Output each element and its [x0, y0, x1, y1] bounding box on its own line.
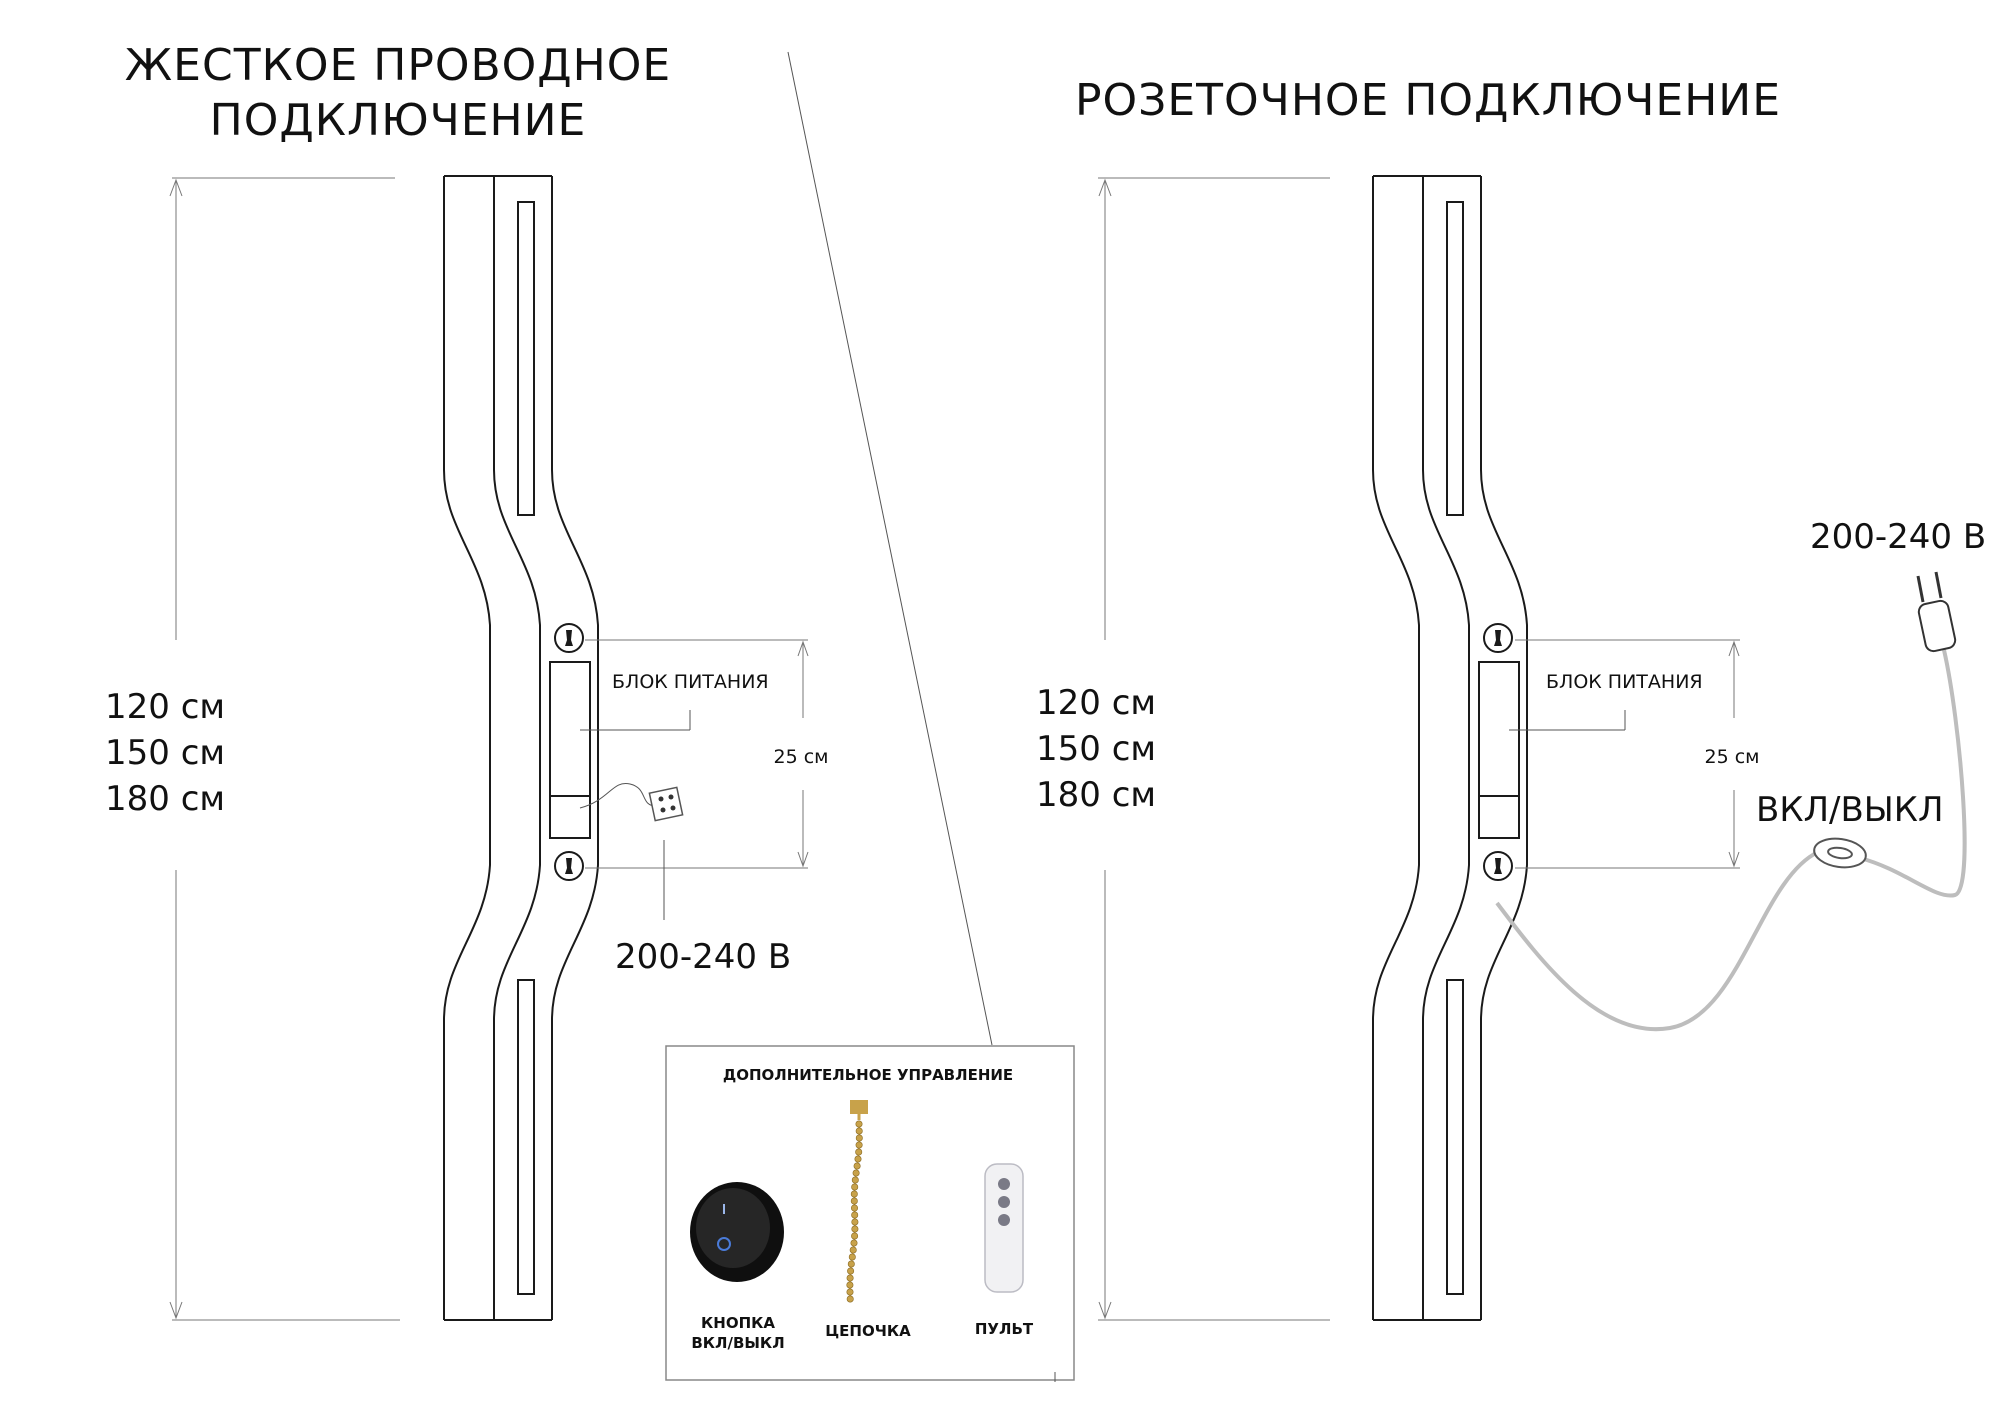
chain-bead	[846, 1281, 854, 1289]
right-height-3: 180 см	[1036, 775, 1156, 815]
keyhole-icon	[1494, 858, 1502, 874]
chain-bead	[846, 1288, 854, 1296]
chain-bead	[848, 1253, 856, 1261]
chain-bead	[850, 1239, 858, 1247]
mount-hole-icon	[554, 623, 584, 653]
chain-bead	[851, 1211, 859, 1219]
right-height-2: 150 см	[1036, 729, 1156, 769]
left-panel: ЖЕСТКОЕ ПРОВОДНОЕ ПОДКЛЮЧЕНИЕ 120 см 150…	[105, 40, 829, 1321]
chain-bead	[850, 1204, 858, 1212]
chain-bead	[855, 1127, 863, 1135]
chain-bead	[847, 1267, 855, 1275]
chain-bead	[854, 1155, 862, 1163]
chain-bead	[850, 1190, 858, 1198]
keyhole-icon	[1494, 630, 1502, 646]
right-psu-area	[1478, 623, 1520, 881]
chain-bead	[851, 1232, 859, 1240]
chain-bead	[851, 1218, 859, 1226]
left-height-dimension	[169, 177, 400, 1321]
inline-switch-icon	[1813, 837, 1867, 869]
chain-bead	[846, 1295, 854, 1303]
left-lamp-outline	[443, 175, 599, 1321]
chain-bead	[855, 1148, 863, 1156]
chain-bead	[855, 1120, 863, 1128]
power-cord-to-plug	[1859, 649, 1967, 898]
left-wire	[579, 783, 657, 809]
right-psu-label: БЛОК ПИТАНИЯ	[1546, 671, 1703, 693]
chain-bead	[855, 1134, 863, 1142]
chain-bead	[851, 1183, 859, 1191]
left-spacing-label: 25 см	[774, 746, 829, 768]
keyhole-icon	[565, 630, 573, 646]
left-psu-label: БЛОК ПИТАНИЯ	[612, 671, 769, 693]
right-voltage-label: 200-240 В	[1810, 517, 1986, 557]
left-title-line2: ПОДКЛЮЧЕНИЕ	[210, 95, 587, 146]
right-spacing-dimension	[1515, 639, 1740, 869]
mount-hole-icon	[1483, 851, 1513, 881]
left-voltage-label: 200-240 В	[615, 937, 791, 977]
right-height-1: 120 см	[1036, 683, 1156, 723]
chain-bead	[850, 1197, 858, 1205]
switch-label-line1: КНОПКА	[701, 1314, 775, 1332]
switch-label: ВКЛ/ВЫКЛ	[1756, 790, 1944, 830]
mount-hole-icon	[1483, 623, 1513, 653]
left-height-1: 120 см	[105, 687, 225, 727]
chain-bead	[849, 1246, 857, 1254]
chain-bead	[851, 1176, 859, 1184]
chain-bead	[855, 1141, 863, 1149]
chain-bead	[846, 1274, 854, 1282]
chain-bead	[853, 1162, 861, 1170]
plug-icon	[1916, 571, 1957, 653]
chain-bead	[851, 1225, 859, 1233]
right-title: РОЗЕТОЧНОЕ ПОДКЛЮЧЕНИЕ	[1075, 75, 1781, 126]
power-cord	[1495, 850, 1819, 1032]
extra-controls-title: ДОПОЛНИТЕЛЬНОЕ УПРАВЛЕНИЕ	[723, 1066, 1013, 1084]
left-height-2: 150 см	[105, 733, 225, 773]
extra-controls-box: ДОПОЛНИТЕЛЬНОЕ УПРАВЛЕНИЕ КНОПКА ВКЛ/ВЫК…	[665, 1045, 1075, 1382]
right-lamp-outline	[1372, 175, 1528, 1321]
left-height-3: 180 см	[105, 779, 225, 819]
left-title-line1: ЖЕСТКОЕ ПРОВОДНОЕ	[125, 40, 671, 91]
keyhole-icon	[565, 858, 573, 874]
switch-label-line2: ВКЛ/ВЫКЛ	[691, 1334, 784, 1352]
right-panel: РОЗЕТОЧНОЕ ПОДКЛЮЧЕНИЕ 120 см 150 см 180…	[1036, 75, 1986, 1321]
callout-line	[787, 51, 993, 1046]
right-spacing-label: 25 см	[1705, 746, 1760, 768]
left-spacing-dimension	[585, 639, 809, 869]
pull-chain-icon	[846, 1100, 868, 1303]
chain-bead	[847, 1260, 855, 1268]
power-supply-block	[1478, 661, 1520, 797]
chain-label: ЦЕПОЧКА	[825, 1322, 911, 1340]
rocker-switch-icon	[690, 1182, 784, 1282]
mount-hole-icon	[554, 851, 584, 881]
right-height-dimension	[1098, 177, 1330, 1321]
remote-control-icon	[984, 1163, 1024, 1293]
power-supply-block	[549, 661, 591, 797]
remote-label: ПУЛЬТ	[975, 1320, 1034, 1338]
chain-bead	[852, 1169, 860, 1177]
left-psu-area	[549, 623, 591, 881]
terminal-block-icon	[648, 786, 684, 822]
